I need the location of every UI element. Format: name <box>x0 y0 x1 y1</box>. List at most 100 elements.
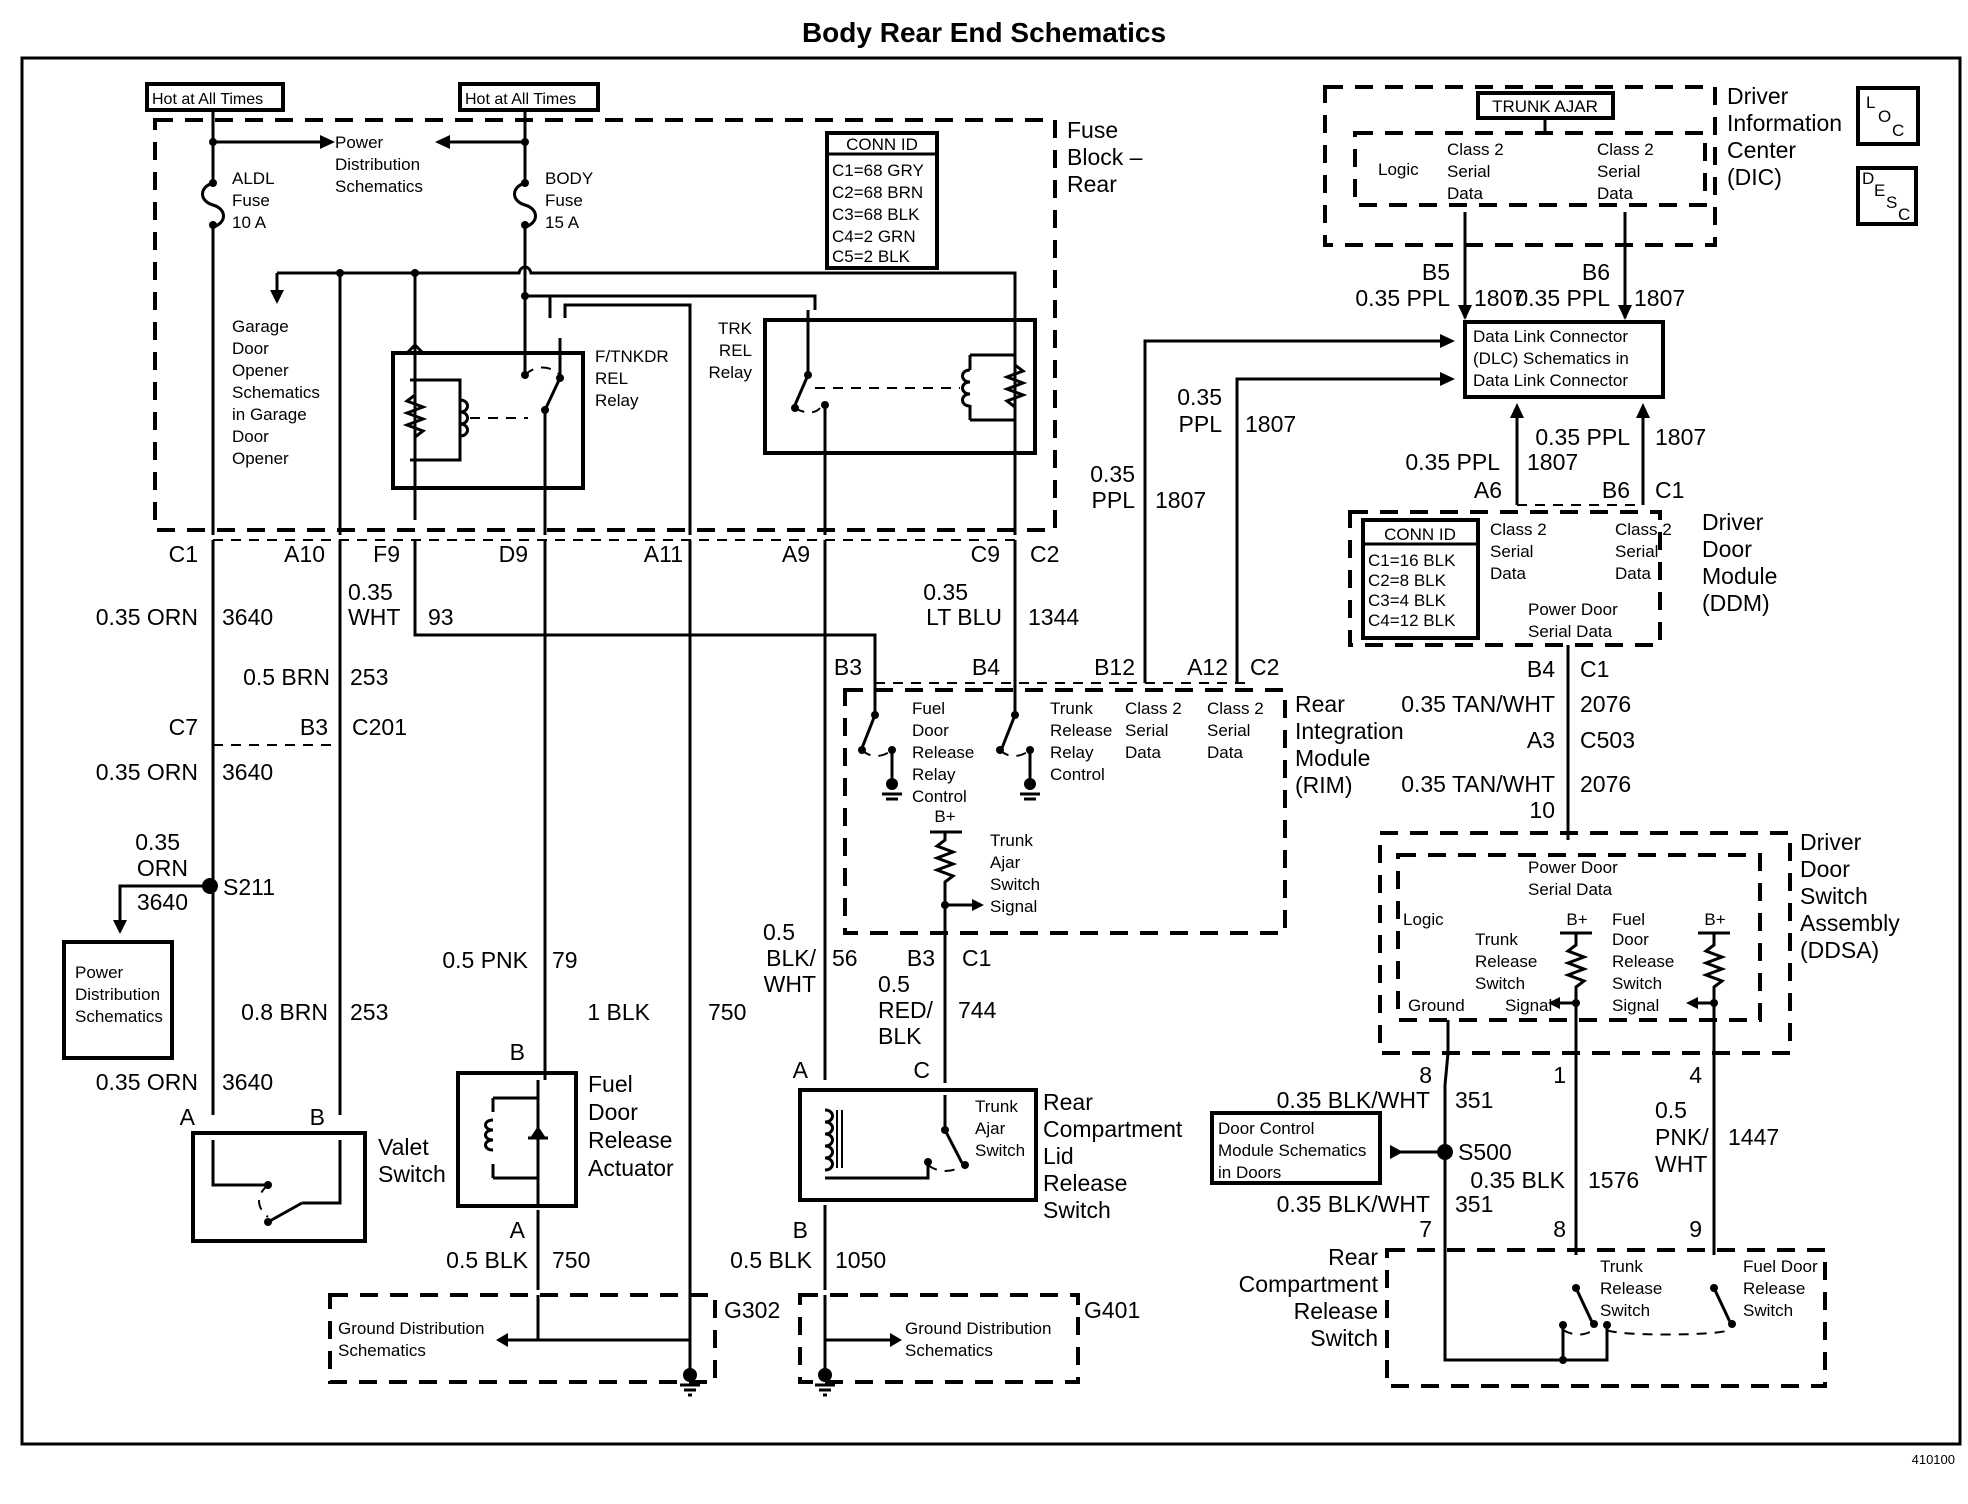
svg-text:Data: Data <box>1597 184 1633 203</box>
svg-text:C4=2 GRN: C4=2 GRN <box>832 227 916 246</box>
location-icon[interactable]: L O C <box>1856 86 1920 146</box>
svg-text:B5: B5 <box>1422 259 1450 285</box>
svg-text:750: 750 <box>708 999 746 1025</box>
svg-text:0.35 BLK: 0.35 BLK <box>1470 1167 1565 1193</box>
svg-text:10 A: 10 A <box>232 213 267 232</box>
svg-text:0.5: 0.5 <box>878 971 910 997</box>
svg-text:56: 56 <box>832 945 858 971</box>
svg-text:BODY: BODY <box>545 169 593 188</box>
svg-text:Ajar: Ajar <box>990 853 1021 872</box>
resistor-icon <box>1563 933 1589 1085</box>
ddm-conn-id-table: CONN ID C1=16 BLK C2=8 BLK C3=4 BLK C4=1… <box>1361 518 1480 640</box>
svg-text:B4: B4 <box>972 654 1000 680</box>
svg-text:Switch: Switch <box>1800 883 1868 909</box>
svg-text:Door: Door <box>588 1099 638 1125</box>
svg-text:E: E <box>1874 181 1885 200</box>
driver-door-module: 0.35 PPL 1807 0.35 PPL 1807 A6 B6 C1 Dri… <box>1348 403 1777 840</box>
svg-text:O: O <box>1878 107 1891 126</box>
svg-text:Data: Data <box>1490 564 1526 583</box>
svg-text:D: D <box>1862 169 1874 188</box>
svg-text:1: 1 <box>1553 1062 1566 1088</box>
svg-text:C2=8 BLK: C2=8 BLK <box>1368 571 1447 590</box>
svg-text:Door: Door <box>232 339 269 358</box>
svg-text:C4=12 BLK: C4=12 BLK <box>1368 611 1456 630</box>
svg-text:Compartment: Compartment <box>1043 1116 1183 1142</box>
svg-text:G401: G401 <box>1084 1297 1140 1323</box>
svg-text:Door: Door <box>1800 856 1850 882</box>
svg-text:Trunk: Trunk <box>975 1097 1018 1116</box>
svg-text:1807: 1807 <box>1245 411 1296 437</box>
svg-text:Release: Release <box>912 743 974 762</box>
rear-compartment-release-switch-area: 0.35 BLK/WHT 351 Door Control Module Sch… <box>1210 1085 1827 1388</box>
svg-text:C: C <box>1892 121 1904 140</box>
svg-text:1 BLK: 1 BLK <box>587 999 650 1025</box>
svg-text:1807: 1807 <box>1155 487 1206 513</box>
power-distribution-box[interactable]: Power Distribution Schematics <box>62 940 174 1060</box>
svg-text:Hot at All Times: Hot at All Times <box>465 91 576 108</box>
svg-text:B+: B+ <box>1566 910 1587 929</box>
svg-text:0.35 ORN: 0.35 ORN <box>96 759 198 785</box>
door-control-module-box[interactable]: Door Control Module Schematics in Doors <box>1210 1111 1382 1185</box>
svg-text:Door: Door <box>232 427 269 446</box>
svg-text:Schematics: Schematics <box>75 1007 163 1026</box>
description-icon[interactable]: D E S C <box>1856 166 1918 226</box>
svg-text:REL: REL <box>595 369 628 388</box>
svg-text:0.5 BRN: 0.5 BRN <box>243 664 330 690</box>
svg-text:Signal: Signal <box>990 897 1037 916</box>
svg-text:Block –: Block – <box>1067 144 1143 170</box>
svg-text:Logic: Logic <box>1403 910 1444 929</box>
svg-text:Control: Control <box>1050 765 1105 784</box>
fuse-block-rear: Fuse Block – Rear Hot at All Times Hot a… <box>145 82 1143 567</box>
svg-text:PNK/: PNK/ <box>1655 1124 1709 1150</box>
svg-text:0.35 BLK/WHT: 0.35 BLK/WHT <box>1277 1087 1430 1113</box>
svg-text:Rear: Rear <box>1295 691 1345 717</box>
resistor-icon <box>1701 933 1727 1085</box>
svg-text:Serial Data: Serial Data <box>1528 622 1613 641</box>
coil-icon <box>459 398 469 438</box>
data-link-connector-box[interactable]: Data Link Connector (DLC) Schematics in … <box>1463 320 1665 399</box>
svg-text:1807: 1807 <box>1474 285 1525 311</box>
svg-text:A11: A11 <box>644 541 683 567</box>
svg-text:Release: Release <box>1043 1170 1127 1196</box>
svg-text:Schematics: Schematics <box>905 1341 993 1360</box>
svg-text:0.35 PPL: 0.35 PPL <box>1535 424 1630 450</box>
svg-text:C1=68 GRY: C1=68 GRY <box>832 161 924 180</box>
svg-text:0.35 TAN/WHT: 0.35 TAN/WHT <box>1401 691 1555 717</box>
svg-text:ORN: ORN <box>137 855 188 881</box>
svg-text:750: 750 <box>552 1247 590 1273</box>
left-wiring: 0.35 ORN 3640 0.35 WHT 93 0.5 BRN 253 0.… <box>62 539 1079 1310</box>
svg-text:(RIM): (RIM) <box>1295 772 1352 798</box>
svg-text:B3: B3 <box>834 654 862 680</box>
resistor-icon <box>402 393 428 439</box>
svg-text:Data: Data <box>1207 743 1243 762</box>
hot-at-all-times-label-1: Hot at All Times <box>145 82 285 112</box>
svg-text:B+: B+ <box>934 807 955 826</box>
svg-text:3640: 3640 <box>222 759 273 785</box>
svg-text:351: 351 <box>1455 1191 1493 1217</box>
svg-text:Ground Distribution: Ground Distribution <box>338 1319 484 1338</box>
svg-text:Data: Data <box>1125 743 1161 762</box>
coil-icon <box>961 368 971 408</box>
svg-text:WHT: WHT <box>1655 1151 1707 1177</box>
svg-text:93: 93 <box>428 604 454 630</box>
svg-text:RED/: RED/ <box>878 997 934 1023</box>
rear-integration-module: B3 B4 B12 A12 C2 Rear Integration Module… <box>834 654 1404 938</box>
svg-text:LT BLU: LT BLU <box>926 604 1002 630</box>
svg-text:C1: C1 <box>1580 656 1609 682</box>
svg-text:Schematics: Schematics <box>338 1341 426 1360</box>
svg-text:Fuse: Fuse <box>232 191 270 210</box>
svg-text:Valet: Valet <box>378 1134 429 1160</box>
svg-text:Lid: Lid <box>1043 1143 1074 1169</box>
svg-text:Center: Center <box>1727 137 1796 163</box>
svg-text:C201: C201 <box>352 714 407 740</box>
svg-text:TRK: TRK <box>718 319 753 338</box>
svg-text:0.5: 0.5 <box>1655 1097 1687 1123</box>
svg-text:Door: Door <box>1702 536 1752 562</box>
ground-icon <box>680 1383 700 1397</box>
svg-text:Fuse: Fuse <box>1067 117 1118 143</box>
body-fuse-icon <box>513 181 537 229</box>
svg-text:Switch: Switch <box>1612 974 1662 993</box>
svg-text:B3: B3 <box>300 714 328 740</box>
svg-text:Serial: Serial <box>1447 162 1490 181</box>
